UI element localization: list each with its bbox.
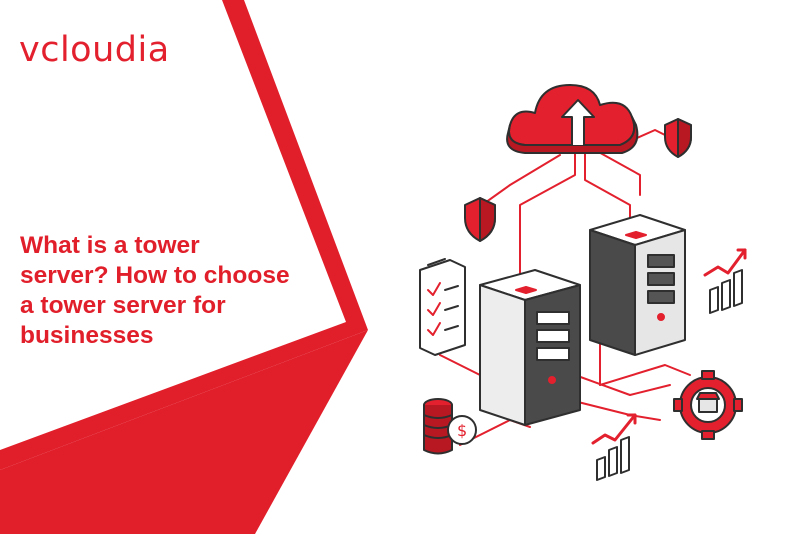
checklist-clipboard-icon [419, 258, 466, 356]
server-illustration: $ [419, 84, 747, 481]
cloud-upload-icon [506, 84, 639, 154]
headline-line-4: businesses [20, 322, 154, 349]
article-headline: What is a tower server? How to choose a … [20, 231, 350, 351]
chevron-band-upper [0, 0, 368, 470]
headline-line-2: server? How to choose [20, 262, 290, 289]
shield-icon [464, 197, 496, 242]
tower-server-icon [479, 269, 581, 426]
brand-logo: vcloudia [19, 20, 170, 80]
shield-icon [664, 118, 692, 158]
tower-server-icon [589, 214, 686, 356]
bar-chart-growth-icon [591, 413, 637, 481]
headline-line-1: What is a tower [20, 232, 200, 259]
logo-wordmark: vcloudia [19, 30, 170, 70]
chevron-band-lower [0, 330, 368, 534]
headline-line-3: a tower server for [20, 292, 226, 319]
coin-stack-dollar-icon: $ [423, 398, 477, 455]
svg-text:$: $ [457, 421, 467, 440]
bar-chart-growth-icon [703, 248, 747, 314]
gear-icon [673, 370, 743, 440]
